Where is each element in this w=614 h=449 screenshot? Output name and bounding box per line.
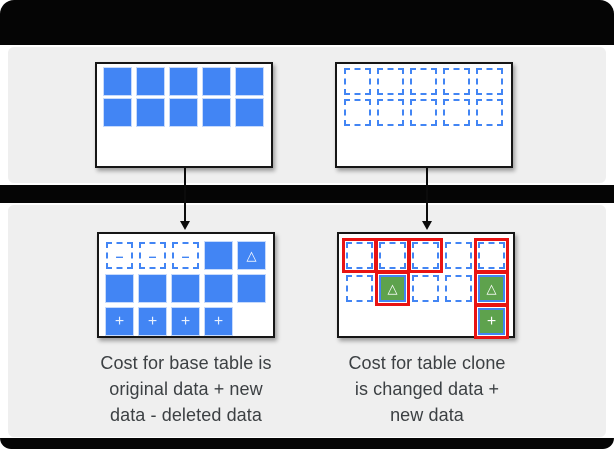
data-block-sp: + — [139, 308, 166, 335]
data-block-s — [238, 275, 265, 302]
data-block-s — [236, 99, 263, 126]
data-block-d — [445, 275, 472, 302]
minus-glyph-icon: – — [181, 247, 190, 264]
base-table-original-box — [95, 62, 273, 168]
data-block-sp: + — [205, 308, 232, 335]
data-block-dm: – — [106, 242, 133, 269]
top-bar — [0, 0, 614, 45]
base-table-after-box: – – – △ + + + + — [97, 232, 275, 338]
bottom-bar — [0, 438, 614, 449]
data-block-gt: △ — [478, 275, 505, 302]
data-block-dr — [412, 242, 439, 269]
table-clone-after-box: △ △ + — [337, 232, 515, 338]
data-block-s — [236, 68, 263, 95]
plus-glyph-icon: + — [114, 312, 125, 330]
data-block-gt: △ — [379, 275, 406, 302]
data-block-s — [106, 275, 133, 302]
data-block-s — [170, 99, 197, 126]
arrow-line — [426, 168, 428, 222]
data-block-s — [205, 242, 232, 269]
data-block-d — [476, 68, 503, 95]
caption-base-table: Cost for base table is original data + n… — [51, 350, 321, 428]
data-block-dr — [379, 242, 406, 269]
data-block-dm: – — [172, 242, 199, 269]
caption-line: is changed data + — [354, 379, 500, 399]
data-block-dr — [346, 242, 373, 269]
caption-line: new data — [390, 405, 464, 425]
data-block-d — [377, 99, 404, 126]
data-block-s — [170, 68, 197, 95]
data-block-sp: + — [106, 308, 133, 335]
minus-glyph-icon: – — [115, 247, 124, 264]
plus-glyph-icon: + — [147, 312, 158, 330]
data-block-d — [377, 68, 404, 95]
caption-line: data - deleted data — [109, 405, 263, 425]
triangle-glyph-icon: △ — [246, 248, 257, 263]
arrow-head-icon — [180, 221, 190, 230]
data-block-d — [346, 275, 373, 302]
data-block-dm: – — [139, 242, 166, 269]
triangle-glyph-icon: △ — [486, 281, 497, 296]
data-block-sp: + — [172, 308, 199, 335]
data-block-d — [344, 99, 371, 126]
data-block-d — [412, 275, 439, 302]
data-block-d — [443, 68, 470, 95]
data-block-s — [139, 275, 166, 302]
caption-line: original data + new — [109, 379, 263, 399]
data-block-s — [172, 275, 199, 302]
plus-glyph-icon: + — [180, 312, 191, 330]
data-block-d — [410, 99, 437, 126]
arrow-head-icon — [422, 221, 432, 230]
data-block-d — [344, 68, 371, 95]
data-block-s — [203, 68, 230, 95]
data-block-d — [476, 99, 503, 126]
table-clone-original-box — [335, 62, 513, 168]
caption-line: Cost for table clone — [348, 353, 506, 373]
data-block-s — [137, 99, 164, 126]
data-block-s — [203, 99, 230, 126]
data-block-gp: + — [478, 308, 505, 335]
data-block-dr — [478, 242, 505, 269]
data-block-d — [443, 99, 470, 126]
data-block-s — [205, 275, 232, 302]
plus-glyph-icon: + — [486, 312, 497, 330]
middle-divider-band — [0, 185, 614, 203]
data-block-s — [104, 68, 131, 95]
data-block-d — [445, 242, 472, 269]
triangle-glyph-icon: △ — [387, 281, 398, 296]
data-block-d — [410, 68, 437, 95]
minus-glyph-icon: – — [148, 247, 157, 264]
data-block-s — [137, 68, 164, 95]
plus-glyph-icon: + — [213, 312, 224, 330]
data-block-s — [104, 99, 131, 126]
caption-table-clone: Cost for table clone is changed data + n… — [292, 350, 562, 428]
data-block-st: △ — [238, 242, 265, 269]
arrow-line — [184, 168, 186, 222]
caption-line: Cost for base table is — [100, 353, 272, 373]
